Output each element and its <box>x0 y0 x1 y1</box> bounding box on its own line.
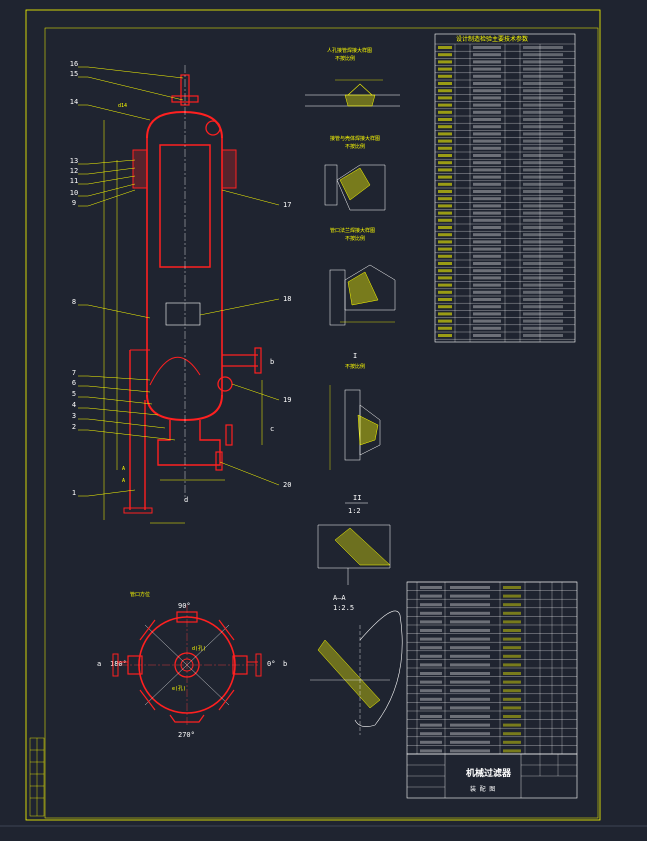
parts-list-table <box>406 581 578 755</box>
leg-brace <box>149 356 201 386</box>
manhole-lower <box>217 376 233 392</box>
support-lug-left <box>132 149 148 189</box>
section-AA-label: A—A <box>333 594 346 602</box>
detail-view-flange: 管口法兰焊接大样图 不按比例 <box>329 227 396 326</box>
part-number-left: 5 <box>72 390 76 398</box>
detail-title-3: 管口法兰焊接大样图 <box>330 227 375 234</box>
lower-head <box>146 394 223 422</box>
detail-view-manhole: 人孔接管焊接大样图 不按比例 <box>305 47 400 107</box>
detail-II-scale: 1:2 <box>348 507 361 515</box>
bottom-outlet <box>157 420 221 466</box>
outer-frame <box>25 9 601 821</box>
table-title: 设计制造检验主要技术参数 <box>456 35 528 43</box>
annotation-d14: d14 <box>118 103 127 109</box>
detail-scale-2: 不按比例 <box>345 143 365 150</box>
detail-title-2: 接管与壳体焊接大样图 <box>330 135 380 142</box>
revision-stamp-box <box>29 737 45 817</box>
side-nozzle-flange <box>254 347 262 374</box>
support-lug-right <box>221 149 237 189</box>
part-number-left: 9 <box>72 199 76 207</box>
bottom-outlet-flange <box>215 451 223 471</box>
detail-view-II: II 1:2 <box>317 494 391 585</box>
part-number-left: 2 <box>72 423 76 431</box>
orientation-270: 270° <box>178 731 195 739</box>
orientation-inner-label-2: e(孔) <box>172 685 186 692</box>
part-number-left: 16 <box>70 60 78 68</box>
detail-scale-3: 不按比例 <box>345 235 365 242</box>
title-block: 机械过滤器 装 配 图 <box>406 753 578 799</box>
drain-flange <box>225 424 233 446</box>
drawing-title: 机械过滤器 <box>466 767 512 779</box>
part-number-left: 11 <box>70 177 78 185</box>
nozzle-b-label: b <box>270 358 274 366</box>
nozzle-d-label: d <box>184 496 188 504</box>
part-number-callouts-left: 16 15 14 13 12 11 10 9 8 7 6 5 4 3 2 1 <box>70 60 184 497</box>
nozzle-orientation-plan: 管口方位 90° 180° a 0° b 270° d(孔) e(孔) <box>97 591 287 739</box>
part-number-left: 3 <box>72 412 76 420</box>
part-number-left: 7 <box>72 369 76 377</box>
section-mark-a1: A <box>122 466 125 472</box>
part-number-left: 14 <box>70 98 78 106</box>
inner-frame <box>44 27 599 819</box>
part-number-right: 17 <box>283 201 291 209</box>
detail-view-I: I 不按比例 <box>329 352 381 470</box>
nozzle-c-label: c <box>270 425 274 433</box>
technical-parameters-table: 设计制造检验主要技术参数 <box>434 33 576 343</box>
orientation-0: 0° <box>267 660 275 668</box>
detail-view-shell-nozzle: 接管与壳体焊接大样图 不按比例 <box>324 135 386 211</box>
part-number-right: 20 <box>283 481 291 489</box>
part-number-left: 12 <box>70 167 78 175</box>
manhole-upper <box>205 120 221 136</box>
nameplate <box>165 302 201 326</box>
part-number-left: 13 <box>70 157 78 165</box>
part-number-left: 10 <box>70 189 78 197</box>
orientation-a: a <box>97 660 101 668</box>
orientation-90: 90° <box>178 602 191 610</box>
orientation-title: 管口方位 <box>130 591 150 598</box>
part-number-left: 1 <box>72 489 76 497</box>
detail-scale-1: 不按比例 <box>335 55 355 62</box>
part-number-left: 15 <box>70 70 78 78</box>
drawing-subtitle: 装 配 图 <box>470 785 495 793</box>
detail-title-1: 人孔接管焊接大样图 <box>327 47 372 54</box>
detail-II-label: II <box>353 494 361 502</box>
orientation-inner-label: d(孔) <box>192 645 206 652</box>
orientation-b: b <box>283 660 287 668</box>
detail-I-label: I <box>353 352 357 360</box>
section-view-AA: A—A 1:2.5 <box>310 594 403 735</box>
section-AA-scale: 1:2.5 <box>333 604 354 612</box>
section-mark-a2: A <box>122 478 125 484</box>
part-number-left: 6 <box>72 379 76 387</box>
part-number-right: 18 <box>283 295 291 303</box>
part-number-left: 4 <box>72 401 76 409</box>
part-number-left: 8 <box>72 298 76 306</box>
part-number-callouts-right: 17 18 19 20 <box>199 189 291 489</box>
part-number-right: 19 <box>283 396 291 404</box>
leg-base <box>123 507 153 514</box>
vessel-elevation <box>103 65 263 524</box>
detail-I-scale: 不按比例 <box>345 363 365 370</box>
upper-head <box>146 110 223 139</box>
